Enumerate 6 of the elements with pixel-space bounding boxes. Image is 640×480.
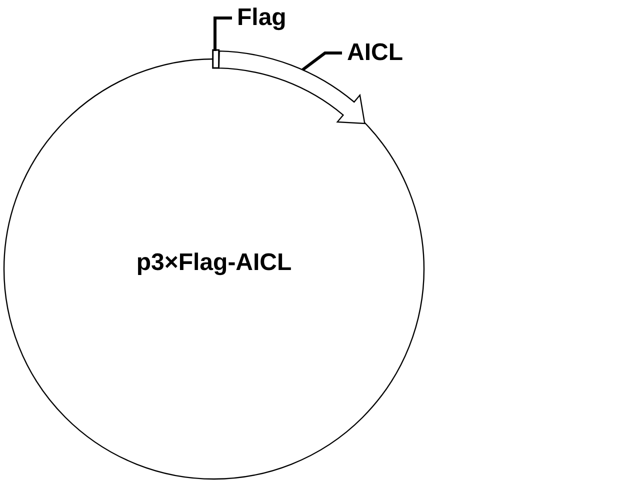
- feature-label: AICL: [347, 39, 403, 67]
- plasmid-name: p3×Flag-AICL: [136, 249, 292, 277]
- leader-line: [214, 16, 232, 51]
- leader-line: [302, 52, 342, 72]
- feature-label: Flag: [237, 4, 286, 32]
- flag-segment: [212, 49, 220, 69]
